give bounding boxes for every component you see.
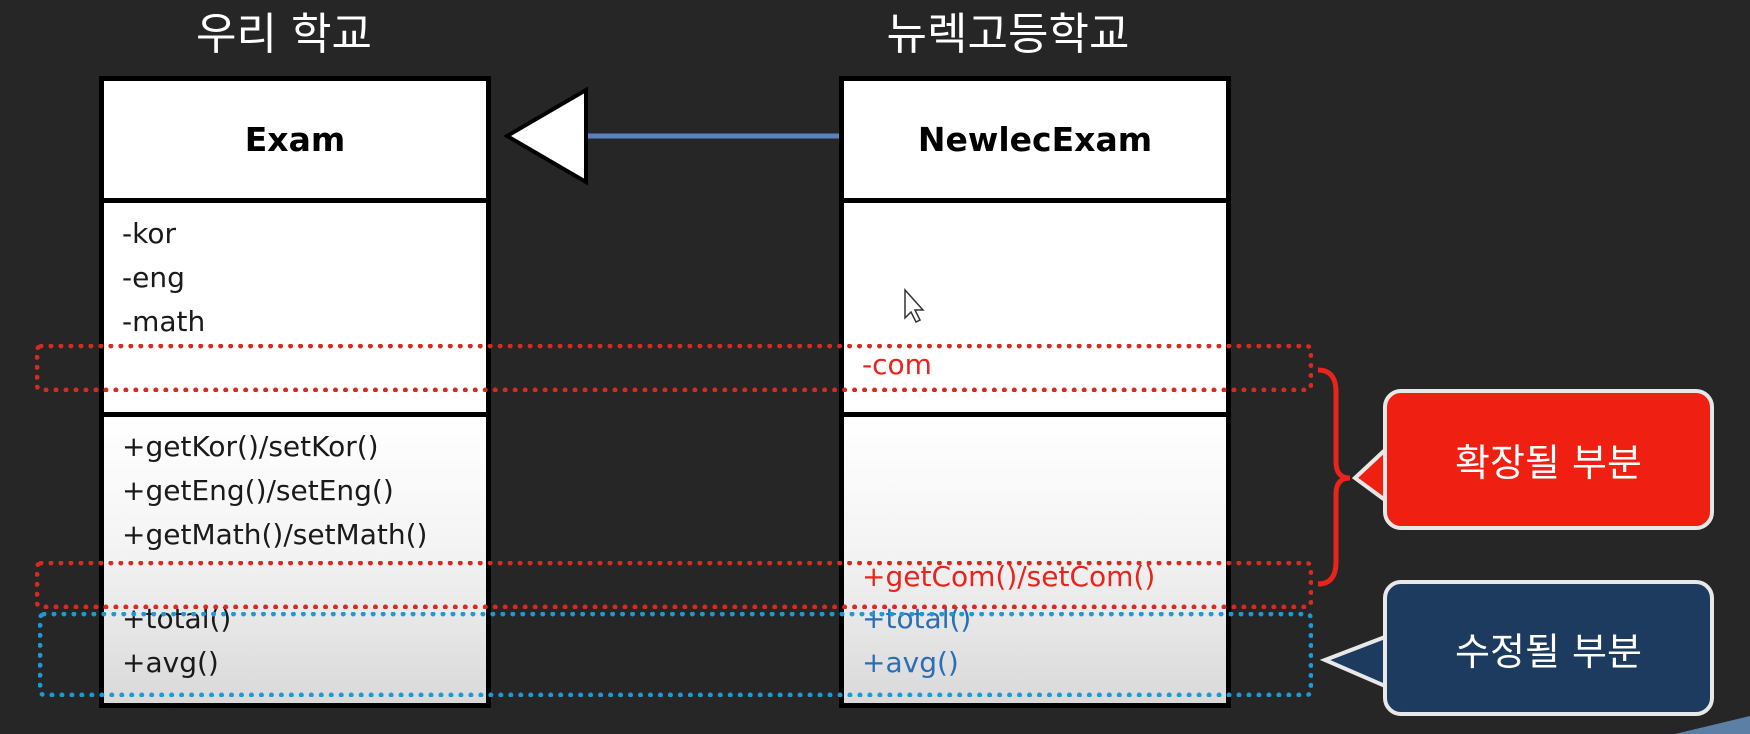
newlec-exam-attribute-com: -com	[862, 348, 932, 381]
newlec-exam-method-avg: +avg()	[862, 646, 959, 679]
newlec-exam-methods-section: +getCom()/setCom() +total() +avg()	[844, 417, 1226, 703]
heading-our-school: 우리 학교	[196, 9, 372, 60]
modified-callout-tail	[1319, 634, 1387, 690]
exam-attribute-kor: -kor	[122, 217, 176, 250]
exam-attributes-section: -kor -eng -math	[104, 203, 486, 417]
extension-brace-icon	[1317, 367, 1351, 587]
exam-method-math-accessors: +getMath()/setMath()	[122, 518, 428, 551]
exam-methods-section: +getKor()/setKor() +getEng()/setEng() +g…	[104, 417, 486, 703]
exam-method-kor-accessors: +getKor()/setKor()	[122, 430, 379, 463]
corner-artifact	[1675, 716, 1750, 734]
newlec-exam-class-box: NewlecExam -com +getCom()/setCom() +tota…	[839, 76, 1231, 708]
exam-attribute-eng: -eng	[122, 261, 185, 294]
exam-class-name: Exam	[104, 81, 486, 203]
exam-attribute-math: -math	[122, 305, 206, 338]
extension-highlight-attribute-band	[35, 344, 1313, 392]
exam-class-box: Exam -kor -eng -math +getKor()/setKor() …	[99, 76, 491, 708]
modified-callout: 수정될 부분	[1383, 580, 1714, 716]
extension-highlight-method-band	[35, 561, 1313, 609]
modified-highlight-band	[38, 612, 1313, 697]
mouse-pointer-icon	[904, 288, 925, 324]
exam-method-eng-accessors: +getEng()/setEng()	[122, 474, 394, 507]
extension-callout-tail	[1351, 445, 1387, 504]
inheritance-arrowhead-icon	[503, 86, 588, 186]
newlec-exam-class-name: NewlecExam	[844, 81, 1226, 203]
heading-newlec-high-school: 뉴렉고등학교	[886, 9, 1130, 60]
exam-method-avg: +avg()	[122, 646, 219, 679]
extension-callout: 확장될 부분	[1383, 389, 1714, 530]
